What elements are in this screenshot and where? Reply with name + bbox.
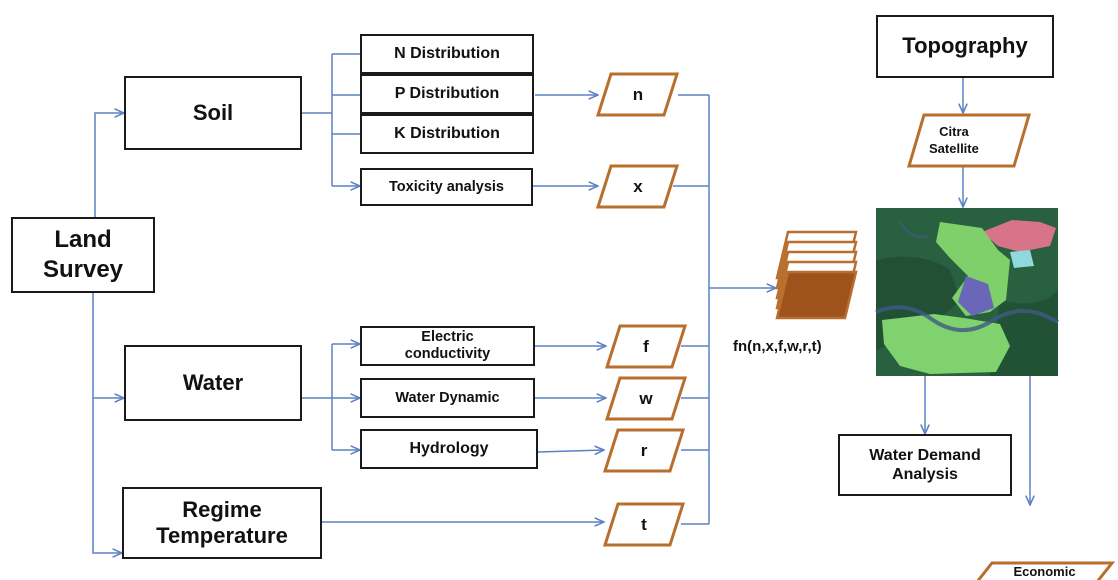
parallelogram-economic [976, 561, 1116, 580]
parallelogram-n [595, 72, 680, 117]
parallelogram-w [604, 376, 688, 421]
variable-n-label: n [632, 84, 644, 104]
node-k-distribution: K Distribution [360, 114, 534, 154]
economic-analysis-label: Economic Analysis [1013, 564, 1076, 580]
node-n-distribution: N Distribution [360, 34, 534, 74]
connector-land-to-soil [94, 113, 124, 218]
connector-land-to-regime [92, 398, 122, 553]
connector-land-to-water [92, 292, 124, 398]
variable-t-label: t [641, 514, 647, 534]
node-p-distribution: P Distribution [360, 74, 534, 114]
parallelogram-r [602, 428, 686, 473]
node-water-demand-analysis: Water Demand Analysis [838, 434, 1012, 496]
node-land-survey: Land Survey [11, 217, 155, 293]
node-toxicity-analysis: Toxicity analysis [360, 168, 533, 206]
parallelogram-f [604, 324, 688, 369]
variable-w-label: w [639, 388, 653, 408]
connectors [92, 53, 1030, 553]
variable-r-label: r [640, 440, 648, 460]
citra-satellite-label: Citra Satellite [929, 124, 979, 156]
node-regime-temperature: Regime Temperature [122, 487, 322, 559]
function-label: fn(n,x,f,w,r,t) [733, 338, 822, 355]
satellite-map-image [875, 208, 1059, 376]
parallelogram-x [595, 164, 680, 209]
node-topography: Topography [876, 15, 1054, 78]
node-water: Water [124, 345, 302, 421]
variable-shapes [595, 72, 1116, 580]
connector-hy-to-r [537, 450, 604, 452]
variable-x-label: x [633, 176, 643, 196]
parallelogram-t [602, 502, 686, 547]
variable-f-label: f [643, 336, 649, 356]
node-hydrology: Hydrology [360, 429, 538, 469]
parallelogram-citra [906, 113, 1032, 168]
layers-stack-icon [775, 230, 858, 320]
node-electric-conductivity: Electric conductivity [360, 326, 535, 366]
node-soil: Soil [124, 76, 302, 150]
node-water-dynamic: Water Dynamic [360, 378, 535, 418]
